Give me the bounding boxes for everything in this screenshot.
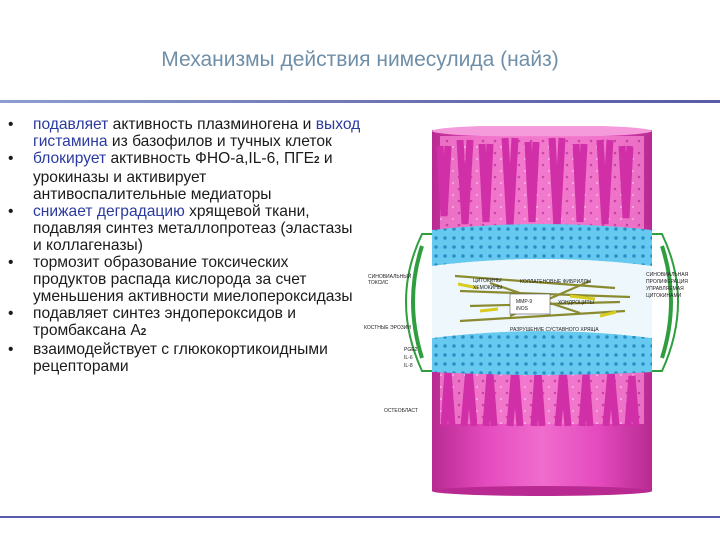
subscript: 2 — [140, 327, 147, 338]
bullet-dot: • — [8, 150, 14, 167]
upper-cartilage — [432, 224, 652, 266]
label-chemokines: ХЕМОКИНЫ — [473, 285, 503, 291]
chondrocytes — [457, 282, 617, 318]
bullet-list: • подавляет активность плазминогена и вых… — [8, 116, 364, 375]
bullet-dot: • — [8, 305, 14, 322]
label-chondrocytes: ХОНДРОЦИТЫ — [558, 300, 595, 306]
enzyme-box — [509, 293, 551, 315]
bullet-highlight: подавляет — [33, 116, 109, 133]
slide-title: Механизмы действия нимесулида (найз) — [161, 48, 559, 71]
bullet-item: • взаимодействует с глюкокортикоидными ре… — [8, 341, 364, 375]
bullet-text: активность плазминогена и — [108, 116, 316, 133]
bullet-item: • подавляет синтез эндопероксидов и тромб… — [8, 305, 364, 341]
synovium-left — [411, 245, 424, 359]
label-collagen: КОЛЛАГЕНОВЫЕ ФИБРИЛЛЫ — [520, 279, 592, 285]
lower-bone-base — [432, 486, 652, 496]
label-bone-erosion: КОСТНЫЕ ЭРОЗИИ — [364, 325, 411, 331]
title-divider — [0, 100, 720, 103]
label-osteoblast: ОСТЕОБЛАСТ — [384, 408, 418, 414]
label-pge2: PGE2 — [404, 347, 418, 353]
upper-bone-cap — [432, 126, 652, 137]
label-cartilage-destruction: РАЗРУШЕНИЕ СУСТАВНОГО ХРЯЩА — [510, 327, 599, 333]
bullet-dot: • — [8, 341, 14, 358]
bullet-item: • блокирует активность ФНО-а,IL-6, ПГЕ2 и… — [8, 150, 364, 203]
label-il8: IL-8 — [404, 363, 413, 369]
label-il6: IL-6 — [404, 355, 413, 361]
bullet-text: из базофилов и тучных клеток — [107, 133, 332, 150]
bullet-highlight: блокирует — [33, 150, 107, 167]
bullet-dot: • — [8, 116, 14, 133]
label-right-1: СИНОВИАЛЬНАЯ — [646, 272, 689, 278]
label-right-4: ЦИТОКИНАМИ — [646, 293, 682, 299]
joint-illustration: СИНОВИАЛЬНЫЙ ТОКСИС КОСТНЫЕ ЭРОЗИИ PGE2 … — [360, 126, 690, 496]
bullet-item: • тормозит образование токсических проду… — [8, 254, 364, 305]
lower-trabeculae — [440, 365, 640, 427]
footer-divider — [0, 516, 720, 518]
label-cytokines: ЦИТОКИНЫ — [473, 278, 502, 284]
label-toxis: ТОКСИС — [368, 280, 389, 286]
bullet-dot: • — [8, 203, 14, 220]
bullet-item: • подавляет активность плазминогена и вых… — [8, 116, 364, 150]
bullet-dot: • — [8, 254, 14, 271]
subscript: 2 — [314, 155, 320, 166]
bullet-highlight: выход гистамина — [33, 116, 361, 150]
bullet-text: взаимодействует с глюкокортикоидными рец… — [33, 341, 328, 375]
label-mmp9: MMP-9 — [516, 299, 532, 305]
label-right-2: ПРОЛИФЕРАЦИЯ — [646, 279, 688, 285]
bullet-highlight: снижает деградацию — [33, 203, 185, 220]
upper-trabeculae — [436, 137, 634, 229]
synovium-right — [660, 245, 673, 359]
label-synovial: СИНОВИАЛЬНЫЙ — [368, 272, 412, 280]
bullet-text: хрящевой ткани, подавляя синтез металлоп… — [33, 203, 353, 254]
bullet-text: активность ФНО-а,IL-6, ПГЕ — [106, 150, 314, 167]
joint-diagram-svg: СИНОВИАЛЬНЫЙ ТОКСИС КОСТНЫЕ ЭРОЗИИ PGE2 … — [364, 126, 689, 496]
bullet-text: подавляет синтез эндопероксидов и тромба… — [33, 305, 296, 339]
label-right-3: УПРАВЛЯЕМАЯ — [646, 286, 684, 292]
bullet-text: тормозит образование токсических продукт… — [33, 254, 353, 305]
label-inos: iNOS — [516, 306, 529, 312]
bullet-item: • снижает деградацию хрящевой ткани, пода… — [8, 203, 364, 254]
lower-cartilage — [432, 331, 652, 375]
bullet-text: и урокиназы и активирует антивоспалитель… — [33, 150, 333, 203]
